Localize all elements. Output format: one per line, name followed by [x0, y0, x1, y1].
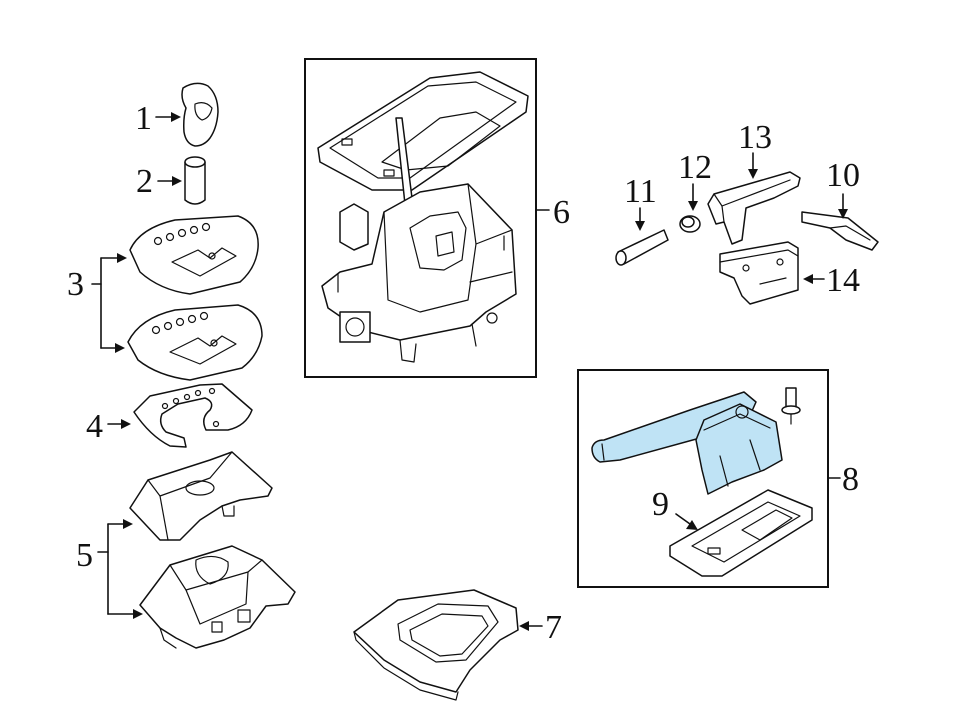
leader-14	[803, 274, 825, 284]
callout-9: 9	[652, 486, 669, 523]
leader-10	[838, 193, 848, 219]
part-5-lower-bezel	[139, 545, 296, 649]
callout-3: 3	[67, 266, 84, 303]
leader-5	[97, 519, 143, 619]
callout-4: 4	[86, 408, 103, 445]
leader-13	[748, 152, 758, 179]
part-14-bracket	[719, 241, 799, 305]
callout-5: 5	[76, 537, 93, 574]
leader-4	[107, 419, 131, 429]
callout-1: 1	[135, 100, 152, 137]
part-3-indicator-plate-upper	[129, 215, 259, 295]
part-1-shift-knob	[181, 82, 219, 147]
leader-7	[519, 621, 543, 631]
callout-7: 7	[545, 609, 562, 646]
part-4-gasket	[133, 383, 253, 448]
part-7-trim-plate	[353, 589, 519, 701]
part-6-frame	[304, 58, 537, 378]
leader-9	[675, 513, 698, 530]
part-13-lever-cover	[707, 171, 801, 245]
part-5-upper-trim	[129, 451, 273, 541]
callout-12: 12	[678, 149, 712, 186]
callout-14: 14	[826, 262, 860, 299]
part-9-cover-plate	[669, 489, 813, 577]
part-12-grommet	[679, 215, 701, 233]
callout-6: 6	[553, 194, 570, 231]
leader-1	[155, 112, 181, 122]
part-10-bracket-clip	[801, 211, 879, 251]
callout-11: 11	[624, 173, 657, 210]
callout-8: 8	[842, 461, 859, 498]
part-11-pin	[615, 229, 669, 266]
leader-11	[635, 207, 645, 231]
callout-10: 10	[826, 157, 860, 194]
leader-2	[157, 176, 182, 186]
lever-bracket	[695, 403, 783, 495]
part-8-parking-brake-lever	[591, 387, 801, 495]
part-2-knob-sleeve	[184, 156, 206, 205]
leader-12	[688, 183, 698, 211]
part-6-shifter-assembly	[317, 71, 529, 363]
callout-13: 13	[738, 119, 772, 156]
callout-2: 2	[136, 163, 153, 200]
part-3-indicator-plate-lower	[127, 304, 263, 381]
leader-3	[91, 253, 127, 353]
